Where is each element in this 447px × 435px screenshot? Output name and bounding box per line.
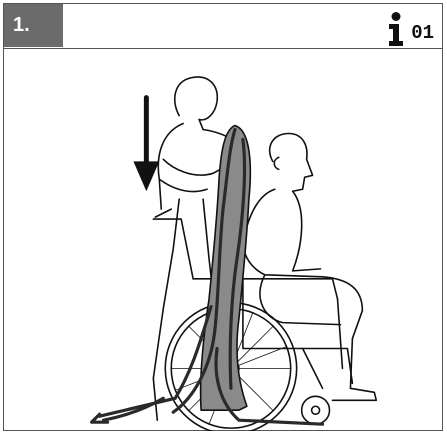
instruction-panel: 1. 01: [3, 3, 443, 431]
info-number: 01: [411, 24, 434, 43]
seated-person-figure: [243, 133, 376, 400]
step-badge: 1.: [4, 4, 63, 47]
sling-application-illustration: [4, 49, 442, 431]
info-icon: [387, 12, 405, 46]
panel-header: 1. 01: [4, 4, 442, 49]
step-label: 1.: [13, 14, 30, 37]
info-reference: 01: [387, 8, 434, 46]
down-arrow-icon: [133, 98, 159, 192]
wheelchair: [153, 209, 352, 431]
